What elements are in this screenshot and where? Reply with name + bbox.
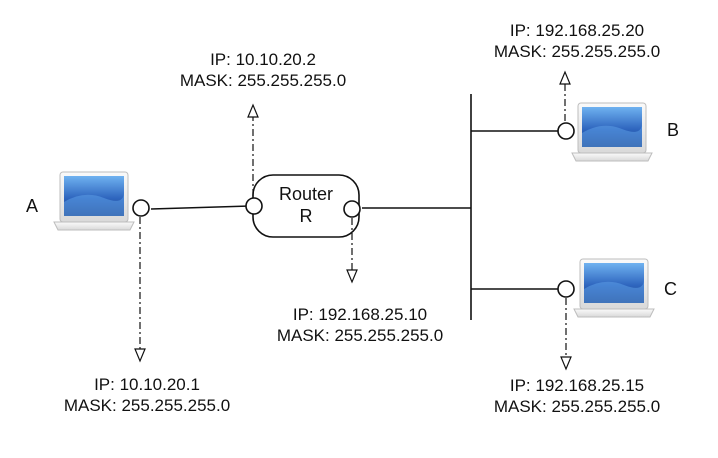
host-b-address: IP: 192.168.25.20 MASK: 255.255.255.0 <box>494 20 660 62</box>
router-right-ip: IP: 192.168.25.10 <box>292 305 428 324</box>
host-a-letter: A <box>26 196 39 216</box>
host-a-ip: IP: 10.10.20.1 <box>94 375 200 394</box>
host-c-mask: MASK: 255.255.255.0 <box>493 397 661 416</box>
host-a-address: IP: 10.10.20.1 MASK: 255.255.255.0 <box>64 374 230 416</box>
router-left-address: IP: 10.10.20.2 MASK: 255.255.255.0 <box>180 49 346 91</box>
laptop-icon-c <box>573 258 655 318</box>
interface-b <box>557 122 575 140</box>
host-b-letter: B <box>667 120 680 140</box>
interface-a <box>132 199 150 217</box>
laptop-icon-a <box>53 171 135 231</box>
router-left-mask: MASK: 255.255.255.0 <box>179 71 347 90</box>
host-b-ip: IP: 192.168.25.20 <box>509 21 645 40</box>
router-left-ip: IP: 10.10.20.2 <box>210 50 316 69</box>
router-right-mask: MASK: 255.255.255.0 <box>276 326 444 345</box>
host-b-mask: MASK: 255.255.255.0 <box>493 42 661 61</box>
host-c-address: IP: 192.168.25.15 MASK: 255.255.255.0 <box>494 375 660 417</box>
host-a-mask: MASK: 255.255.255.0 <box>63 396 231 415</box>
host-c-letter: C <box>664 279 677 299</box>
router-label-line1: Router <box>278 184 334 204</box>
arrowhead-c <box>560 356 572 371</box>
laptop-icon-b <box>571 102 653 162</box>
router-label-line2: R <box>299 206 313 226</box>
arrowhead-router-left <box>247 103 259 118</box>
link-a-router <box>150 205 251 210</box>
router-right-address: IP: 192.168.25.10 MASK: 255.255.255.0 <box>277 304 443 346</box>
interface-router-right <box>343 200 361 218</box>
arrowhead-a <box>134 348 146 363</box>
router-label: Router R <box>253 183 359 227</box>
host-c-ip: IP: 192.168.25.15 <box>509 376 645 395</box>
interface-router-left <box>245 197 263 215</box>
arrowhead-router-right <box>346 269 358 284</box>
arrowhead-b <box>559 70 571 85</box>
interface-c <box>557 280 575 298</box>
